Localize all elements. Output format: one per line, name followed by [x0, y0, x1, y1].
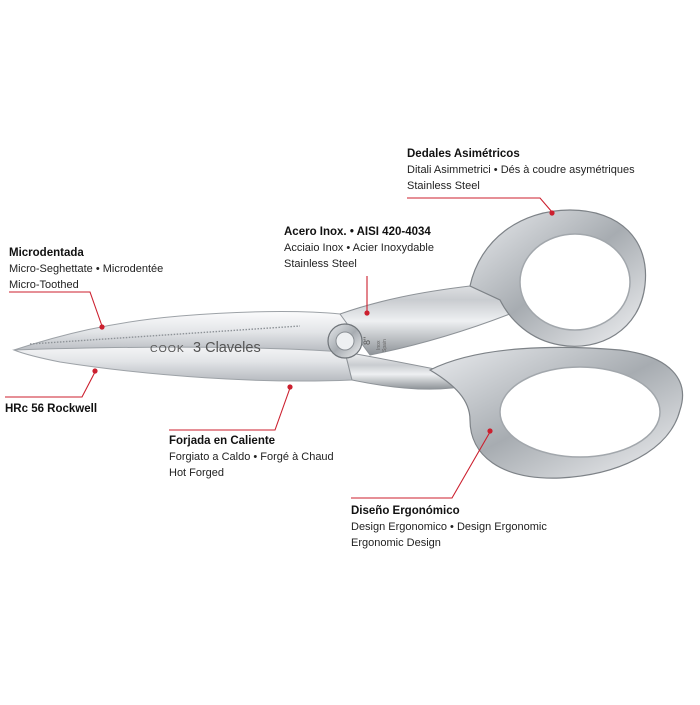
callout-dot-hrc	[92, 368, 98, 374]
callout-dots	[92, 210, 555, 434]
callout-title: HRc 56 Rockwell	[5, 403, 98, 415]
serrated-edge	[29, 325, 301, 345]
callout-title: Forjada en Caliente	[169, 435, 276, 447]
callout-hrc: HRc 56 Rockwell	[5, 401, 97, 417]
inox-mark: Inox	[376, 340, 382, 350]
pivot-screw	[327, 323, 363, 359]
callout-forjada: Forjada en Caliente Forgiato a Caldo • F…	[169, 433, 334, 481]
callout-line: Acciaio Inox • Acier Inoxydable	[284, 242, 434, 254]
lower-ring-handle	[428, 346, 684, 479]
callout-microdentada: Microdentada Micro-Seghettate • Microden…	[9, 245, 163, 293]
callout-title: Acero Inox. • AISI 420-4034	[284, 226, 431, 238]
callout-line: Design Ergonomico • Design Ergonomic	[351, 521, 547, 533]
callout-dot-diseno	[487, 428, 493, 434]
callout-line: Stainless Steel	[284, 258, 357, 270]
callout-line-diseno	[351, 431, 491, 499]
size-mark: 8"	[362, 337, 372, 345]
origin-mark: Spain	[382, 339, 388, 352]
callout-title: Diseño Ergonómico	[351, 505, 460, 517]
upper-ring-handle	[469, 209, 647, 347]
callout-dedales: Dedales Asimétricos Ditali Asimmetrici •…	[407, 146, 635, 194]
callout-lines	[5, 197, 553, 499]
callout-line: Stainless Steel	[407, 180, 480, 192]
upper-blade	[13, 311, 361, 353]
callout-acero: Acero Inox. • AISI 420-4034 Acciaio Inox…	[284, 224, 434, 272]
callout-line: Micro-Toothed	[9, 279, 79, 291]
callout-title: Microdentada	[9, 247, 84, 259]
callout-line-micro	[9, 291, 103, 327]
callout-line: Micro-Seghettate • Microdentée	[9, 263, 164, 275]
callout-line-hrc	[5, 371, 96, 398]
callout-dot-dedales	[549, 210, 555, 216]
callout-diseno: Diseño Ergonómico Design Ergonomico • De…	[351, 503, 547, 551]
callout-dot-acero	[364, 310, 370, 316]
callout-line-forjada	[169, 387, 291, 431]
brand-cook-text: COOK	[150, 343, 185, 355]
callout-line: Ergonomic Design	[351, 537, 441, 549]
callout-title: Dedales Asimétricos	[407, 148, 520, 160]
callout-line: Forgiato a Caldo • Forgé à Chaud	[169, 451, 334, 463]
brand-name-text: 3 Claveles	[193, 340, 261, 356]
callout-dot-micro	[99, 324, 105, 330]
callout-line-dedales	[407, 197, 553, 213]
callout-line: Hot Forged	[169, 467, 225, 479]
callout-dot-forjada	[287, 384, 293, 390]
callout-line: Ditali Asimmetrici • Dés à coudre asymét…	[407, 164, 635, 176]
